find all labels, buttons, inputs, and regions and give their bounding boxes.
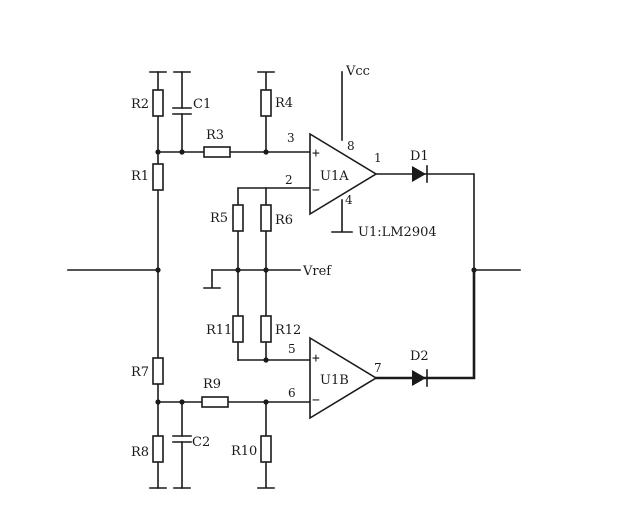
- junction: [471, 267, 477, 273]
- label-r3: R3: [206, 128, 224, 143]
- label-r7: R7: [131, 365, 149, 380]
- component-labels: R2 C1 R3 R4 R1 R5 R6 R11 R12 R7 R9 R8 C2…: [131, 96, 429, 460]
- opamp-u1a: [309, 132, 378, 216]
- opamp-u1b-name: U1B: [320, 373, 349, 388]
- label-d2: D2: [410, 349, 429, 364]
- label-r11: R11: [206, 323, 232, 338]
- resistor-r9: [201, 396, 229, 408]
- u1a-gnd-wire: [331, 199, 353, 233]
- pin-5: 5: [288, 342, 296, 356]
- junction: [155, 267, 161, 273]
- resistor-r4: [260, 89, 272, 117]
- capacitor-c2: [172, 435, 192, 443]
- resistor-r2: [152, 89, 164, 117]
- ground-stub: [203, 269, 221, 289]
- opamp-u1a-triangle: [309, 132, 378, 216]
- diode-d2-body: [412, 370, 426, 386]
- resistors: [152, 89, 272, 463]
- opamp-u1a-labels: U1A + − 3 2 1 8 4: [285, 131, 382, 207]
- opamp-u1a-minus: −: [312, 183, 320, 198]
- diode-d2: [412, 369, 428, 387]
- junction: [179, 399, 185, 405]
- pin-6: 6: [288, 386, 296, 400]
- label-c1: C1: [193, 97, 211, 112]
- capacitor-c1: [172, 107, 192, 115]
- opamp-u1b: [309, 336, 378, 420]
- vref-label: Vref: [302, 264, 332, 279]
- pin-3: 3: [287, 131, 295, 145]
- pin-7: 7: [374, 361, 382, 375]
- opamp-u1b-minus: −: [312, 393, 320, 408]
- resistor-r7: [152, 357, 164, 385]
- label-r8: R8: [131, 445, 149, 460]
- label-r5: R5: [210, 211, 228, 226]
- junction: [263, 399, 269, 405]
- label-r10: R10: [231, 444, 257, 459]
- opamp-u1b-labels: U1B + − 5 6 7: [288, 342, 382, 408]
- junction: [155, 399, 161, 405]
- resistor-r12: [260, 315, 272, 343]
- junction: [179, 149, 185, 155]
- pin-8: 8: [347, 139, 355, 153]
- label-r12: R12: [275, 323, 301, 338]
- pin-2: 2: [285, 173, 293, 187]
- resistor-r11: [232, 315, 244, 343]
- net-labels: Vcc Vref U1:LM2904: [302, 64, 437, 279]
- label-r4: R4: [275, 96, 293, 111]
- junction: [263, 357, 269, 363]
- junction: [155, 149, 161, 155]
- diode-d1-body: [412, 166, 426, 182]
- diode-d1: [412, 165, 428, 183]
- label-r6: R6: [275, 213, 293, 228]
- resistor-r6: [260, 204, 272, 232]
- capacitors: [172, 107, 192, 443]
- label-r9: R9: [203, 377, 221, 392]
- opamp-u1a-plus: +: [312, 146, 320, 161]
- opamp-u1b-triangle: [309, 336, 378, 420]
- pin-4: 4: [345, 193, 353, 207]
- resistor-r8: [152, 435, 164, 463]
- label-c2: C2: [192, 435, 210, 450]
- pin-1: 1: [374, 151, 382, 165]
- part-label: U1:LM2904: [358, 225, 437, 240]
- opamp-u1a-name: U1A: [320, 169, 349, 184]
- resistor-r1: [152, 163, 164, 191]
- label-r1: R1: [131, 169, 149, 184]
- opamp-u1b-plus: +: [312, 351, 320, 366]
- vcc-label: Vcc: [345, 64, 370, 79]
- d1-output-wire: [375, 173, 475, 271]
- junction: [263, 149, 269, 155]
- resistor-r3: [203, 146, 231, 158]
- junction: [263, 267, 269, 273]
- resistor-r10: [260, 435, 272, 463]
- d2-output-wire: [374, 268, 476, 380]
- resistor-r5: [232, 204, 244, 232]
- junctions: [155, 149, 477, 405]
- label-r2: R2: [131, 97, 149, 112]
- junction: [235, 267, 241, 273]
- label-d1: D1: [410, 149, 429, 164]
